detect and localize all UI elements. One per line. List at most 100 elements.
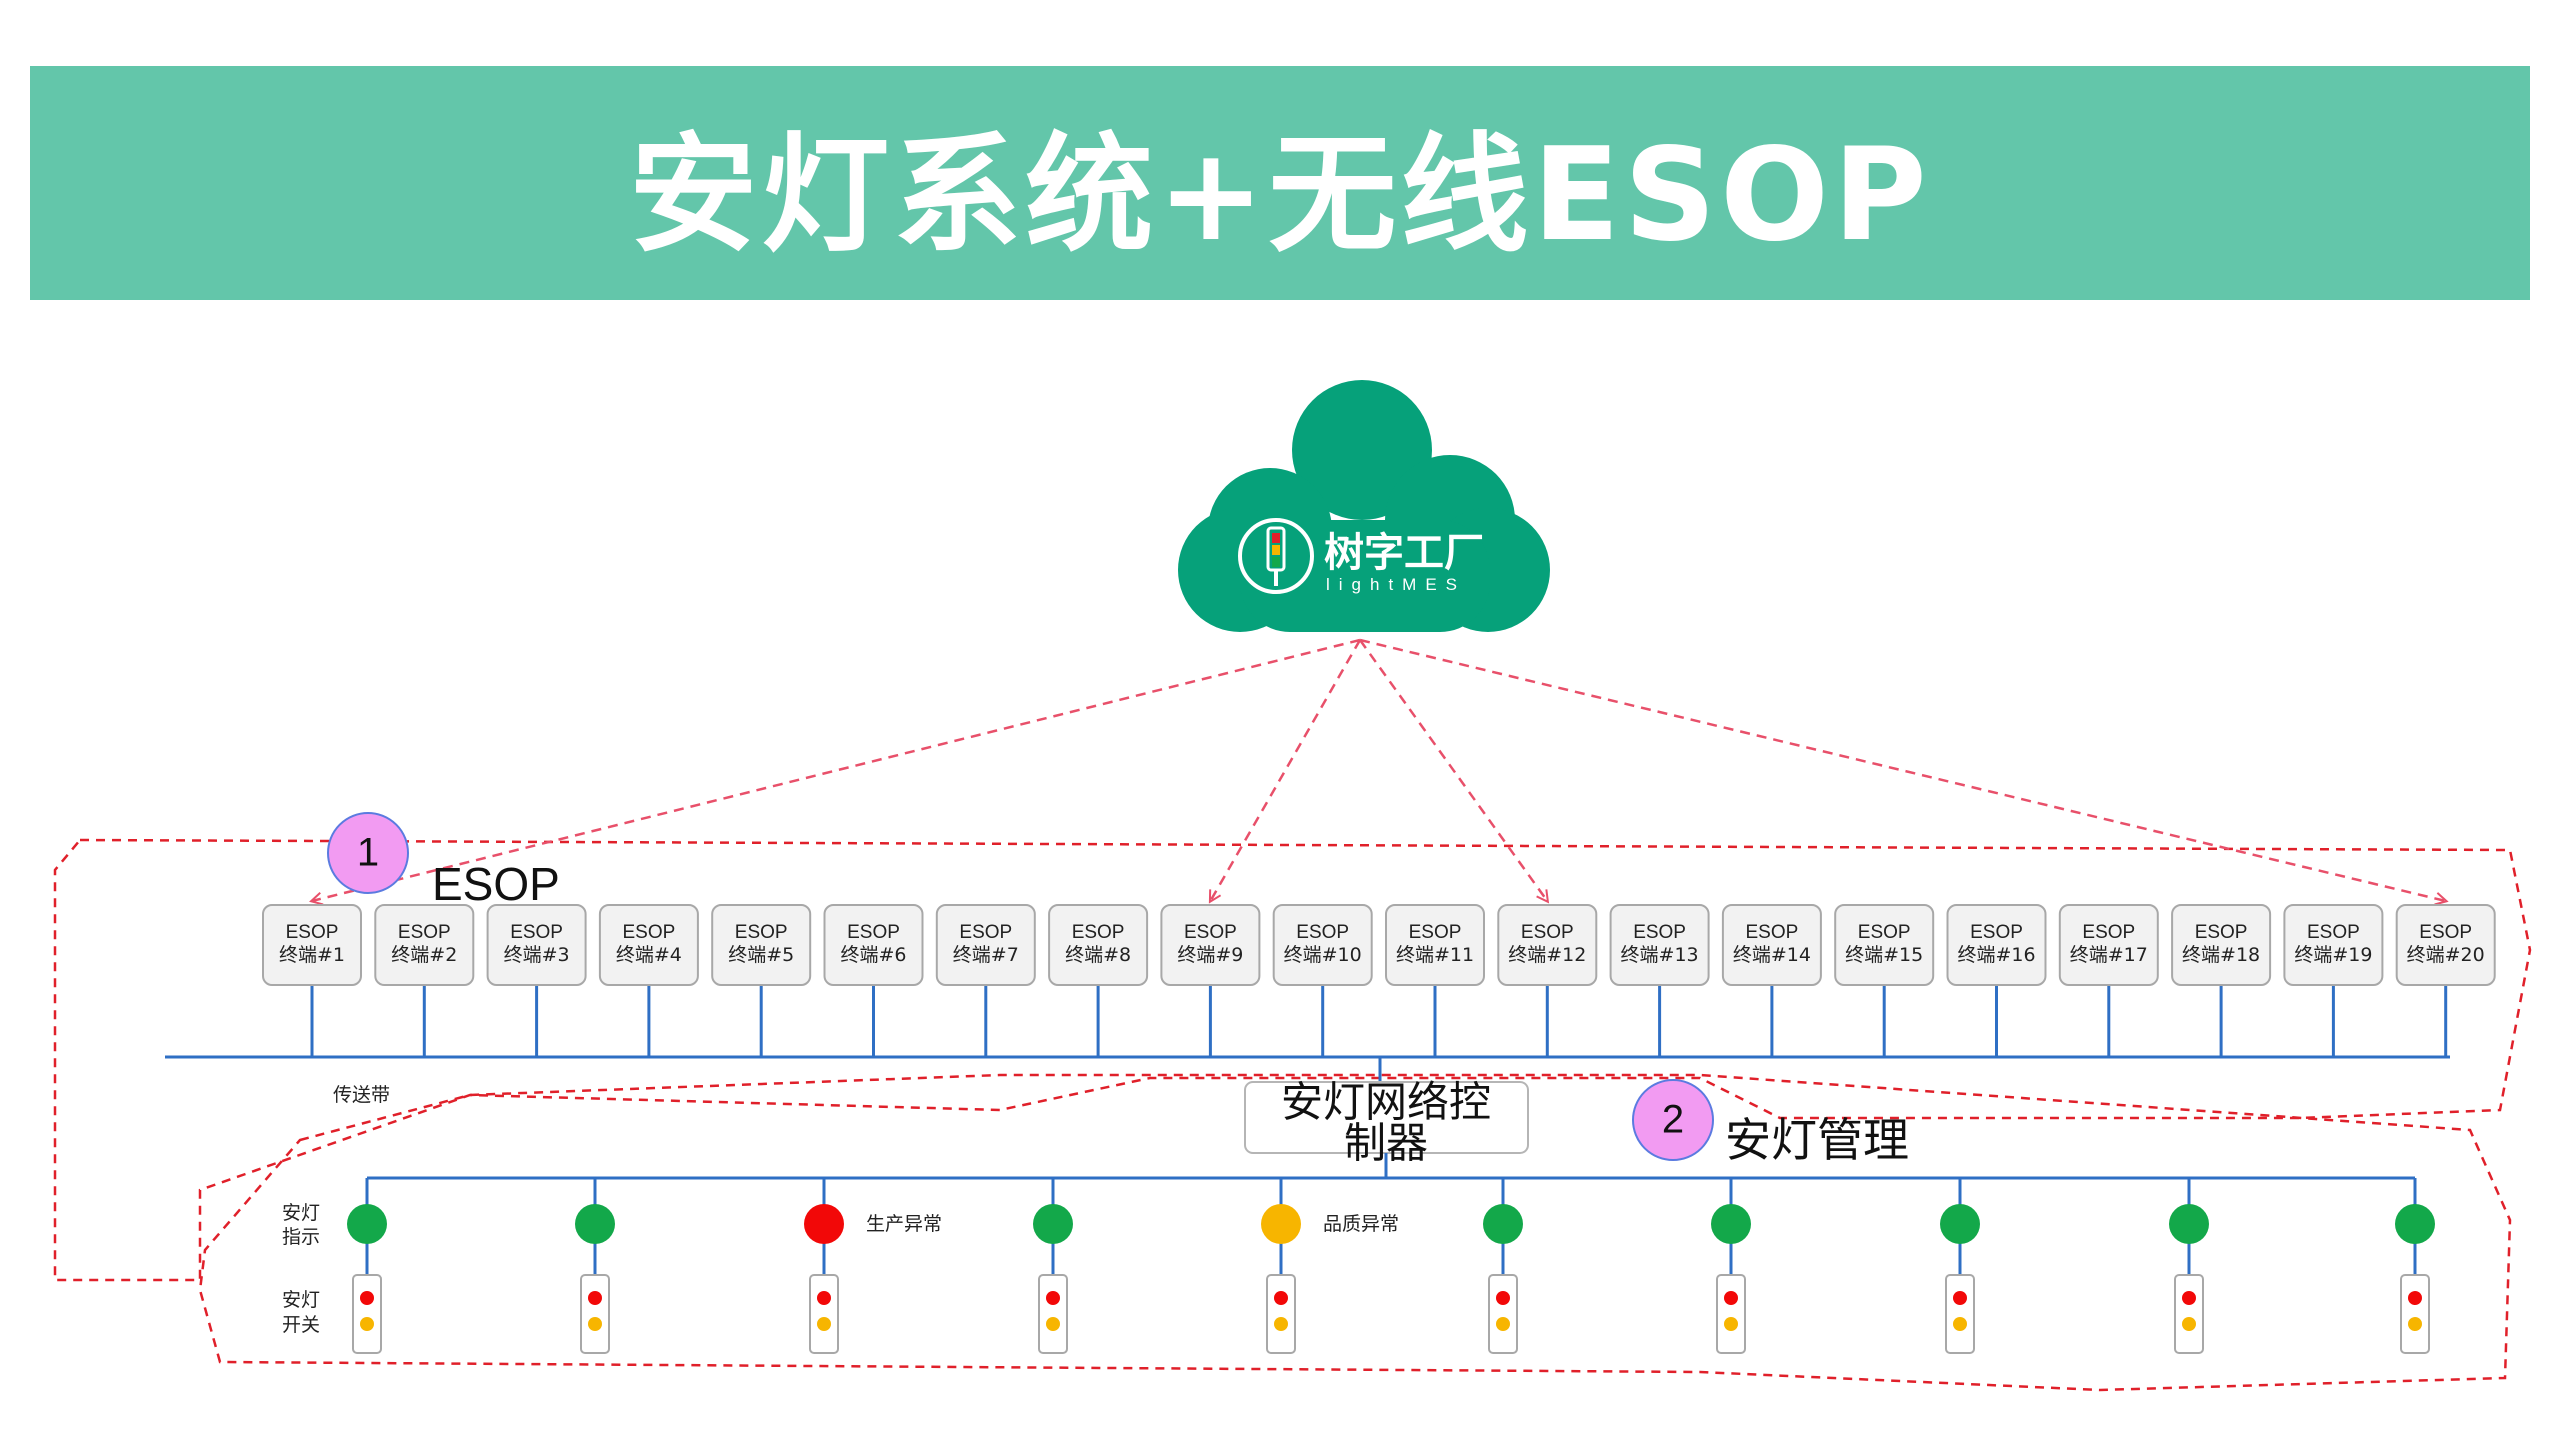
andon-switch[interactable] (352, 1274, 382, 1354)
terminal-label-line2: 终端#12 (1508, 944, 1586, 966)
andon-indicator-light (1940, 1204, 1980, 1244)
terminal-box (823, 904, 924, 986)
andon-switch[interactable] (1716, 1274, 1746, 1354)
terminal-box (1385, 904, 1485, 986)
terminal-label-line2: 终端#11 (1396, 944, 1474, 966)
terminal-box (1497, 904, 1598, 986)
andon-indicator-light (347, 1204, 387, 1244)
cloud-brand-en: lightMES (1326, 575, 1466, 594)
terminal-label-line1: ESOP (847, 922, 900, 943)
switch-yellow-button[interactable] (360, 1317, 374, 1331)
terminal-label-line1: ESOP (2307, 922, 2360, 943)
switch-yellow-button[interactable] (1274, 1317, 1288, 1331)
switch-yellow-button[interactable] (2182, 1317, 2196, 1331)
cloud-link-arrow (1210, 639, 1362, 901)
terminal-label-line1: ESOP (1633, 922, 1686, 943)
controller-label-line1: 安灯网络控 (1281, 1078, 1491, 1127)
switch-red-button[interactable] (1496, 1291, 1510, 1305)
terminal-label-line1: ESOP (510, 922, 563, 943)
andon-station (1940, 1178, 1980, 1354)
terminal-label-line2: 终端#4 (616, 944, 682, 966)
andon-indicator-light (1711, 1204, 1751, 1244)
terminal-label-line1: ESOP (286, 922, 339, 943)
terminal-label-line1: ESOP (1409, 922, 1462, 943)
terminal-label-line1: ESOP (1521, 922, 1574, 943)
cloud-links (312, 638, 2446, 901)
terminal-label-line2: 终端#5 (728, 944, 794, 966)
terminal-label-line2: 终端#9 (1177, 944, 1243, 966)
terminal-label-line1: ESOP (735, 922, 788, 943)
switch-yellow-button[interactable] (1496, 1317, 1510, 1331)
terminal-box (2058, 904, 2159, 986)
andon-indicator-light (2395, 1204, 2435, 1244)
terminal-label-line2: 终端#2 (391, 944, 457, 966)
terminal-label-line1: ESOP (1184, 922, 1237, 943)
andon-switch[interactable] (809, 1274, 839, 1354)
section-label-esop: ESOP (432, 858, 560, 910)
terminal-box (1272, 904, 1373, 986)
switch-yellow-button[interactable] (2408, 1317, 2422, 1331)
switch-yellow-button[interactable] (588, 1317, 602, 1331)
switch-red-button[interactable] (588, 1291, 602, 1305)
terminal-label-line1: ESOP (398, 922, 451, 943)
terminal-label-line2: 终端#16 (1957, 944, 2035, 966)
switch-red-button[interactable] (2408, 1291, 2422, 1305)
terminal-label-line1: ESOP (1745, 922, 1798, 943)
switch-red-button[interactable] (2182, 1291, 2196, 1305)
switch-red-button[interactable] (817, 1291, 831, 1305)
switch-red-button[interactable] (1274, 1291, 1288, 1305)
terminal-label-line2: 终端#8 (1065, 944, 1131, 966)
switch-yellow-button[interactable] (1724, 1317, 1738, 1331)
andon-station (2395, 1178, 2435, 1354)
title-banner: 安灯系统+无线ESOP (30, 66, 2530, 300)
andon-switch[interactable] (2400, 1274, 2430, 1354)
andon-stations: 生产异常 品质异常 (347, 1178, 2435, 1354)
andon-switch[interactable] (1266, 1274, 1296, 1354)
terminal-label-line2: 终端#15 (1845, 944, 1923, 966)
switch-red-button[interactable] (1724, 1291, 1738, 1305)
terminal-label-line1: ESOP (959, 922, 1012, 943)
terminal-label-line2: 终端#14 (1733, 944, 1811, 966)
terminal-box (935, 904, 1036, 986)
andon-region-boundary (198, 1073, 2512, 1392)
andon-station (575, 1178, 615, 1354)
cloud-brand-cn: 树字工厂 (1324, 530, 1484, 576)
andon-station: 品质异常 (1261, 1178, 1399, 1354)
andon-switch[interactable] (1945, 1274, 1975, 1354)
switch-yellow-button[interactable] (817, 1317, 831, 1331)
switch-yellow-button[interactable] (1953, 1317, 1967, 1331)
switch-red-button[interactable] (1953, 1291, 1967, 1305)
terminal-box (2395, 904, 2496, 986)
terminal-box (1834, 904, 1935, 986)
terminal-label-line2: 终端#13 (1621, 944, 1699, 966)
andon-switch[interactable] (2174, 1274, 2204, 1354)
indicator-row-label-2: 指示 (282, 1226, 320, 1248)
terminal-box (486, 904, 587, 986)
andon-switch[interactable] (1038, 1274, 1068, 1354)
switch-red-button[interactable] (360, 1291, 374, 1305)
terminal-box (711, 904, 812, 986)
section-badge-esop: 1 (327, 812, 409, 894)
andon-switch[interactable] (1488, 1274, 1518, 1354)
switch-red-button[interactable] (1046, 1291, 1060, 1305)
esop-terminals: ESOP终端#1ESOP终端#2ESOP终端#3ESOP终端#4ESOP终端#5… (262, 904, 2496, 1057)
switch-yellow-button[interactable] (1046, 1317, 1060, 1331)
andon-switch[interactable] (580, 1274, 610, 1354)
terminal-label-line2: 终端#20 (2407, 944, 2485, 966)
andon-station: 生产异常 (804, 1178, 942, 1354)
page-title: 安灯系统+无线ESOP (629, 120, 1931, 270)
indicator-row-label-1: 安灯 (282, 1202, 320, 1224)
terminal-label-line2: 终端#3 (504, 944, 570, 966)
andon-indicator-light (1033, 1204, 1073, 1244)
